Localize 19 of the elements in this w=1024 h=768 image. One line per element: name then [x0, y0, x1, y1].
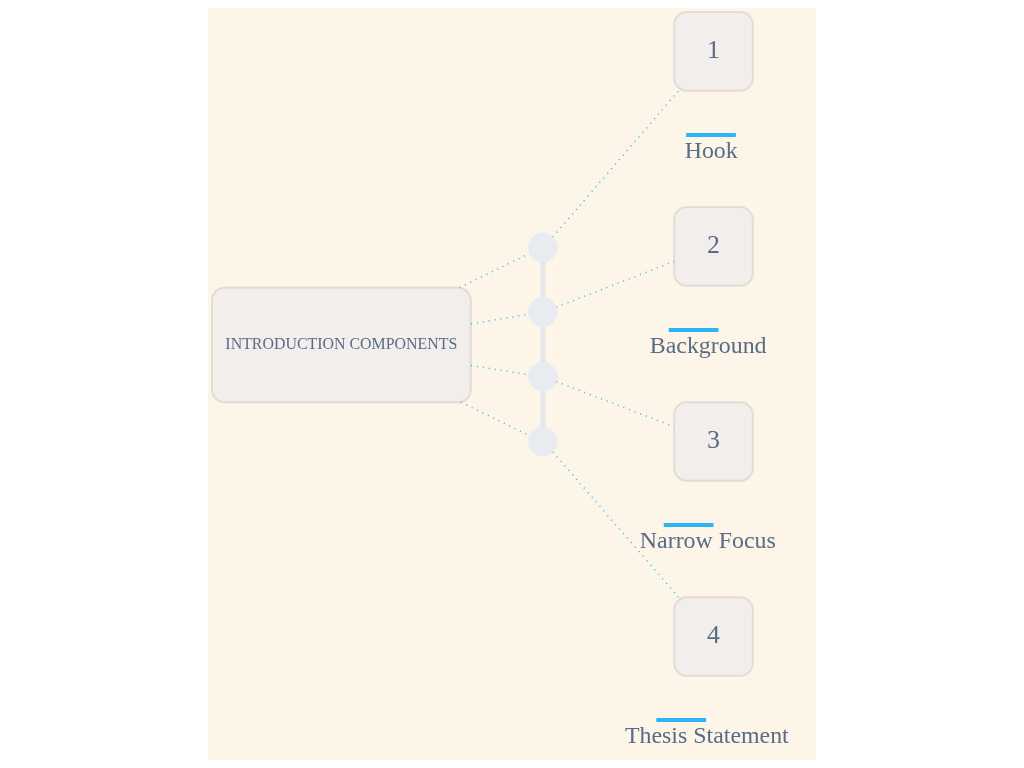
node-label: Background [649, 332, 767, 359]
connector [552, 90, 680, 238]
node-circle [527, 232, 558, 263]
node-label: Narrow Focus [639, 527, 776, 554]
node-label: Hook [684, 137, 738, 164]
node-box: INTRODUCTION COMPONENTS [211, 286, 472, 404]
node-box: 2 [673, 206, 754, 287]
node-box: 3 [673, 401, 754, 482]
connector [540, 326, 546, 363]
connector [555, 260, 675, 308]
node-box: 1 [673, 11, 754, 92]
connector [540, 391, 546, 427]
connector [540, 261, 546, 298]
node-circle [527, 426, 558, 457]
node-box: 4 [673, 596, 754, 677]
node-label: Thesis Statement [624, 722, 789, 749]
node-circle [527, 297, 558, 328]
connector [552, 451, 680, 598]
node-circle [527, 361, 558, 392]
